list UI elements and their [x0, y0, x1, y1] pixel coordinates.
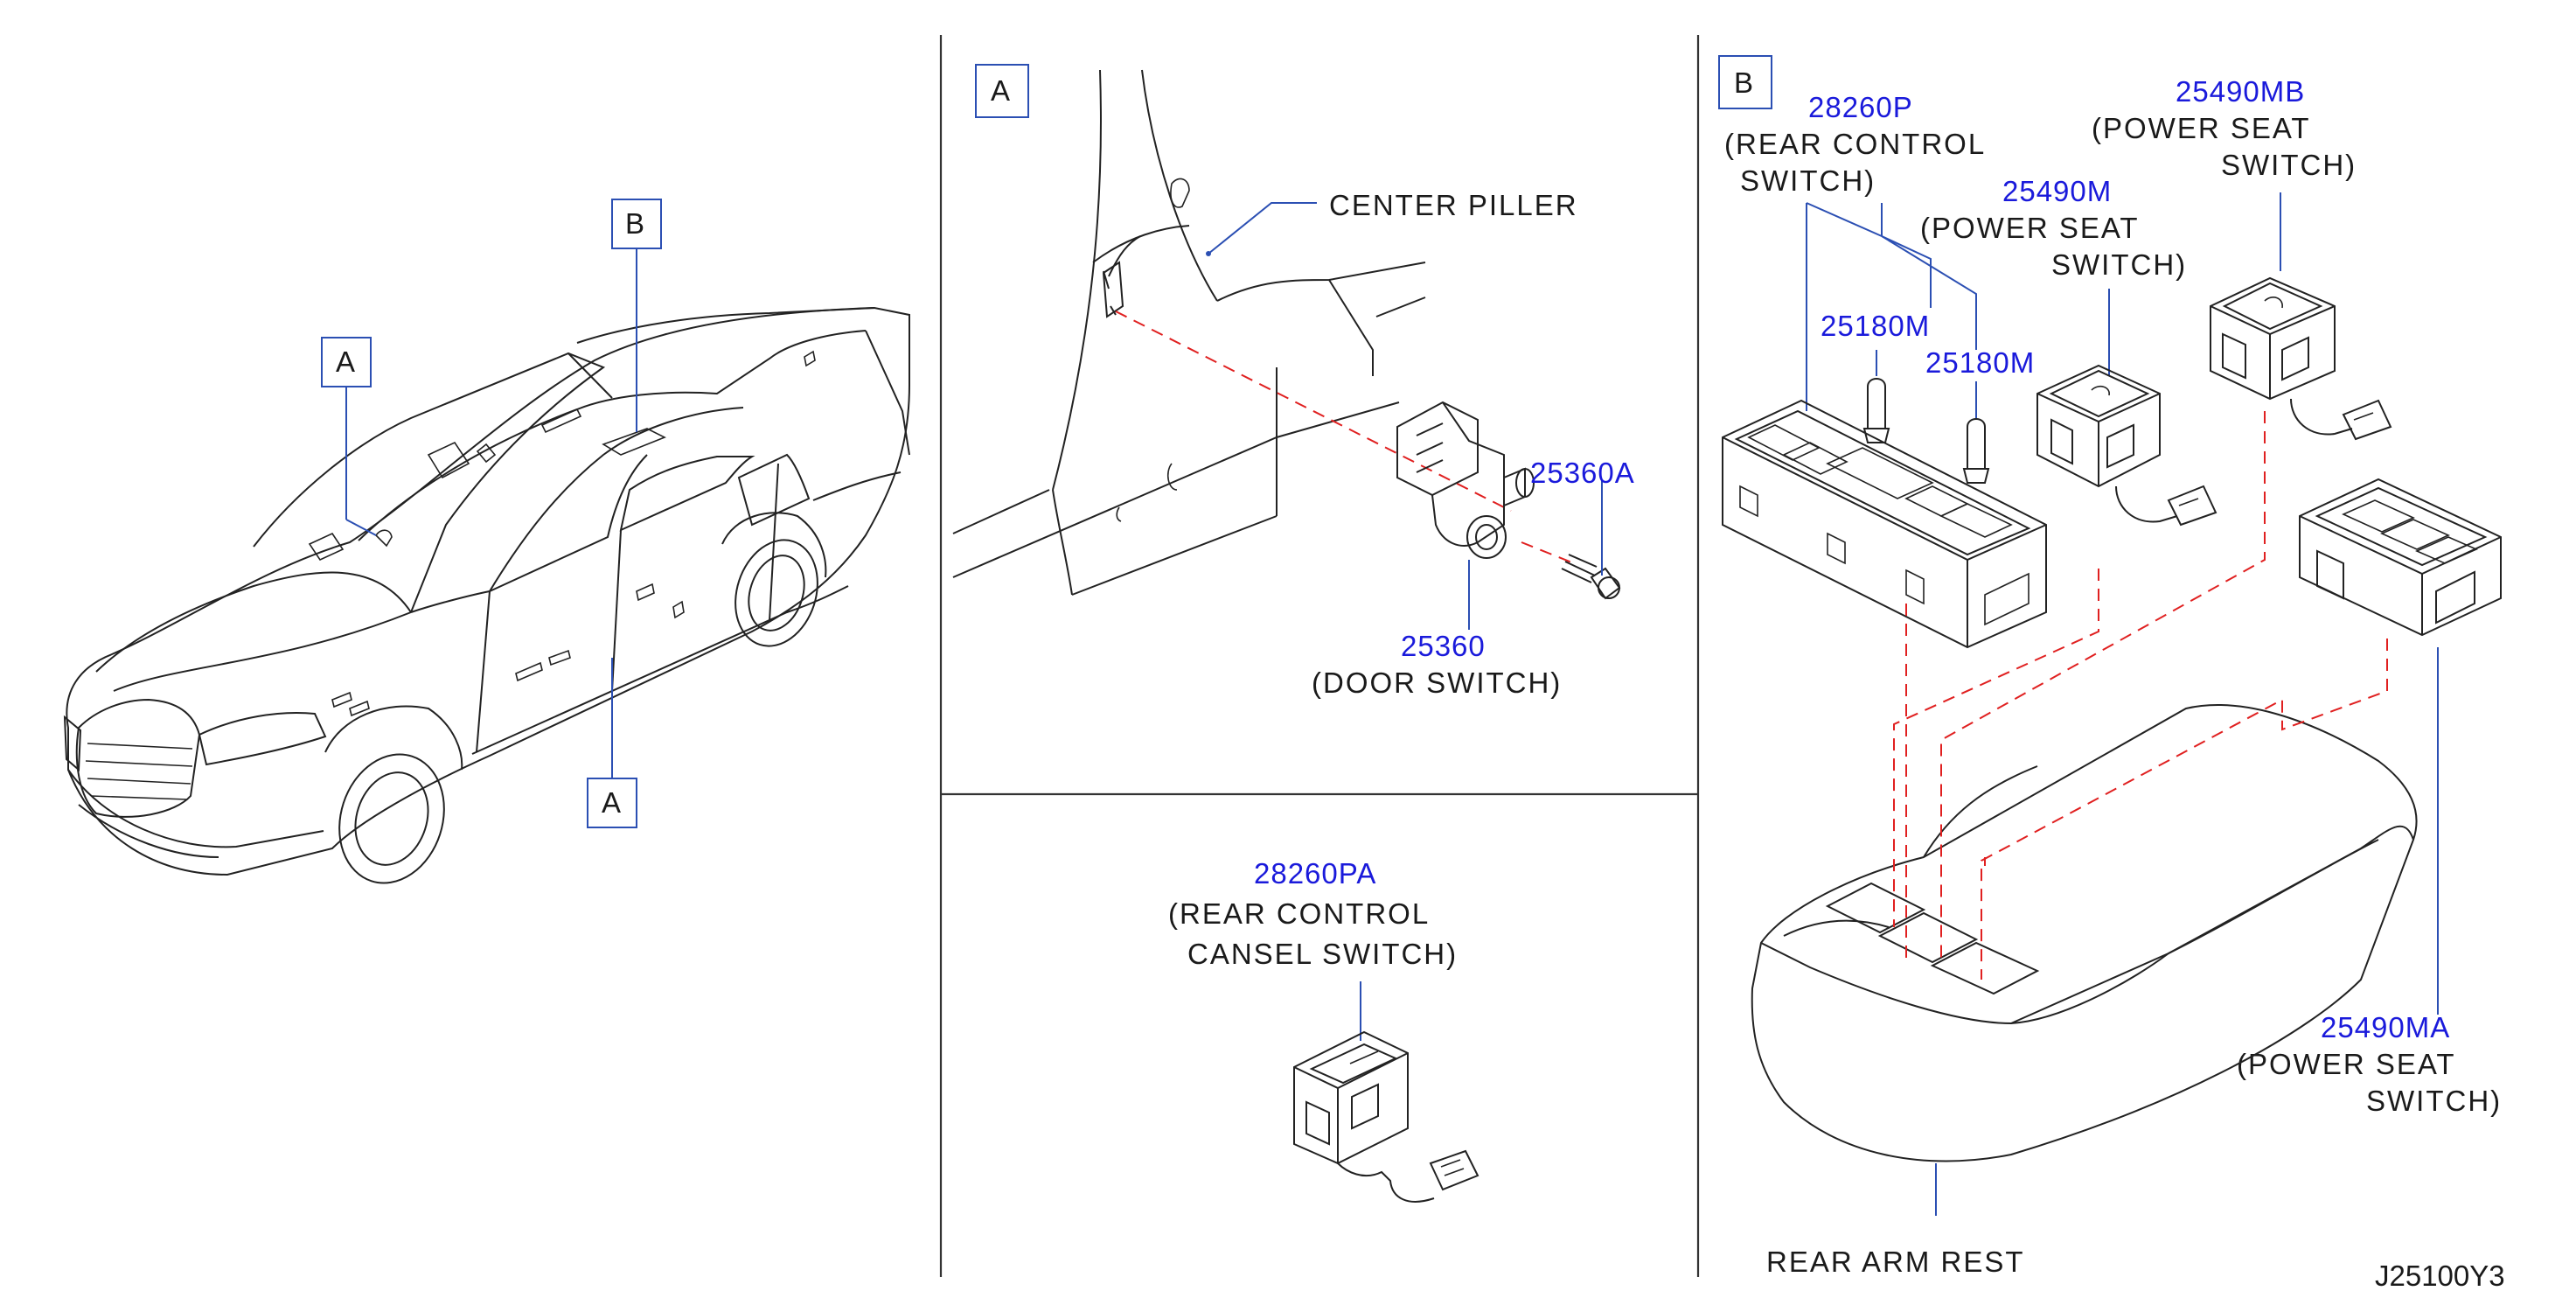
svg-text:25360A: 25360A: [1530, 457, 1635, 489]
svg-text:A: A: [336, 345, 355, 378]
car-callout-a-upper: A: [321, 337, 377, 536]
svg-text:25490MA: 25490MA: [2321, 1011, 2450, 1043]
svg-text:(DOOR SWITCH): (DOOR SWITCH): [1312, 666, 1562, 699]
svg-text:B: B: [625, 207, 644, 240]
svg-text:SWITCH): SWITCH): [1740, 164, 1876, 197]
svg-text:A: A: [991, 74, 1010, 107]
car-illustration: [63, 306, 910, 884]
svg-text:28260PA: 28260PA: [1254, 857, 1376, 890]
car-callout-a-lower: A: [587, 658, 637, 828]
diagram-code: J25100Y3: [2375, 1260, 2505, 1292]
svg-text:B: B: [1734, 66, 1753, 99]
panel-a: A CENTER PILLER: [952, 64, 1635, 699]
svg-text:A: A: [602, 786, 621, 819]
svg-text:28260P: 28260P: [1808, 91, 1913, 123]
svg-text:(POWER SEAT: (POWER SEAT: [2092, 112, 2311, 144]
svg-text:SWITCH): SWITCH): [2051, 248, 2187, 281]
svg-text:25180M: 25180M: [1821, 310, 1930, 342]
svg-text:25490M: 25490M: [2002, 175, 2112, 207]
svg-text:25180M: 25180M: [1925, 346, 2035, 379]
panel-b: B 28260P (REAR CONTROL SWITCH) 25180M 25…: [1718, 55, 2502, 1278]
svg-text:(POWER SEAT: (POWER SEAT: [1920, 212, 2140, 244]
svg-text:(POWER SEAT: (POWER SEAT: [2237, 1048, 2456, 1080]
svg-text:CANSEL SWITCH): CANSEL SWITCH): [1187, 938, 1458, 970]
panel-cancel-switch: 28260PA (REAR CONTROL CANSEL SWITCH): [1168, 857, 1479, 1203]
svg-text:(REAR CONTROL: (REAR CONTROL: [1724, 128, 1986, 160]
car-callout-b: B: [611, 199, 662, 432]
svg-text:SWITCH): SWITCH): [2366, 1085, 2502, 1117]
svg-text:(REAR CONTROL: (REAR CONTROL: [1168, 897, 1430, 930]
svg-text:SWITCH): SWITCH): [2221, 149, 2357, 181]
svg-text:CENTER PILLER: CENTER PILLER: [1329, 189, 1578, 221]
svg-text:REAR ARM REST: REAR ARM REST: [1766, 1246, 2025, 1278]
panel-dividers: [939, 35, 1700, 1277]
svg-text:25490MB: 25490MB: [2176, 75, 2305, 108]
svg-text:25360: 25360: [1401, 630, 1486, 662]
